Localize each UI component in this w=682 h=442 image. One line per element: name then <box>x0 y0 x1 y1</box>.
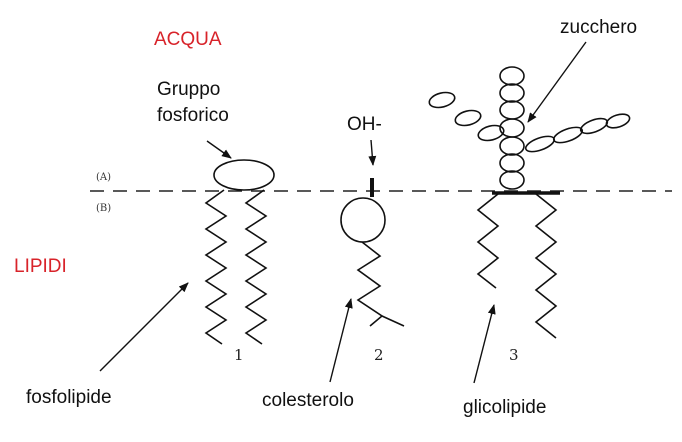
side-a-label: (A) <box>96 172 112 183</box>
phosphate-group-label-line2: fosforico <box>157 105 229 126</box>
cholesterol-label: colesterolo <box>262 390 354 411</box>
sugar-unit <box>605 113 631 129</box>
sugar-unit <box>499 170 525 190</box>
glycolipid-molecule <box>428 66 631 339</box>
glycolipid-tail-right <box>534 193 558 339</box>
arrow-to-hydroxyl <box>368 139 377 166</box>
sugar-unit <box>499 136 525 156</box>
sugar-unit <box>499 83 525 103</box>
molecule-number-1: 1 <box>234 346 244 364</box>
sugar-unit <box>579 117 609 135</box>
sterol-ring <box>340 197 386 243</box>
sugar-unit <box>477 124 505 142</box>
cholesterol-branch <box>381 315 405 327</box>
arrow-to-phospholipid <box>99 282 189 372</box>
sugar-unit <box>499 100 525 120</box>
molecule-number-2: 2 <box>374 346 384 364</box>
annotation-arrows <box>99 41 587 384</box>
molecule-number-3: 3 <box>509 346 519 364</box>
sugar-unit <box>524 135 556 153</box>
sugar-unit <box>552 126 584 144</box>
phospholipid-molecule <box>204 159 275 345</box>
water-label: ACQUA <box>154 29 222 50</box>
sugar-unit <box>499 153 525 173</box>
sugar-unit <box>454 109 482 127</box>
cholesterol-molecule <box>340 178 405 327</box>
sugar-unit <box>499 66 525 86</box>
fatty-acid-tail-left <box>204 189 228 345</box>
arrow-to-cholesterol <box>329 298 353 383</box>
arrow-to-phosphate-group <box>206 140 232 159</box>
lipids-label: LIPIDI <box>14 256 67 277</box>
sugar-unit <box>428 91 456 109</box>
fatty-acid-tail-right <box>244 189 268 345</box>
hydroxyl-label: OH- <box>347 114 382 135</box>
glycolipid-label: glicolipide <box>463 397 547 418</box>
phosphate-group-label-line1: Gruppo <box>157 79 221 100</box>
arrow-to-glycolipid <box>473 304 496 384</box>
sugar-chain <box>428 66 631 190</box>
arrow-to-sugar <box>527 41 587 123</box>
side-b-label: (B) <box>96 203 112 214</box>
glycolipid-tail-left <box>476 193 500 289</box>
phospholipid-label: fosfolipide <box>26 387 112 408</box>
sugar-label: zucchero <box>560 17 638 38</box>
phosphate-head <box>213 159 275 191</box>
cholesterol-tail <box>356 241 384 327</box>
